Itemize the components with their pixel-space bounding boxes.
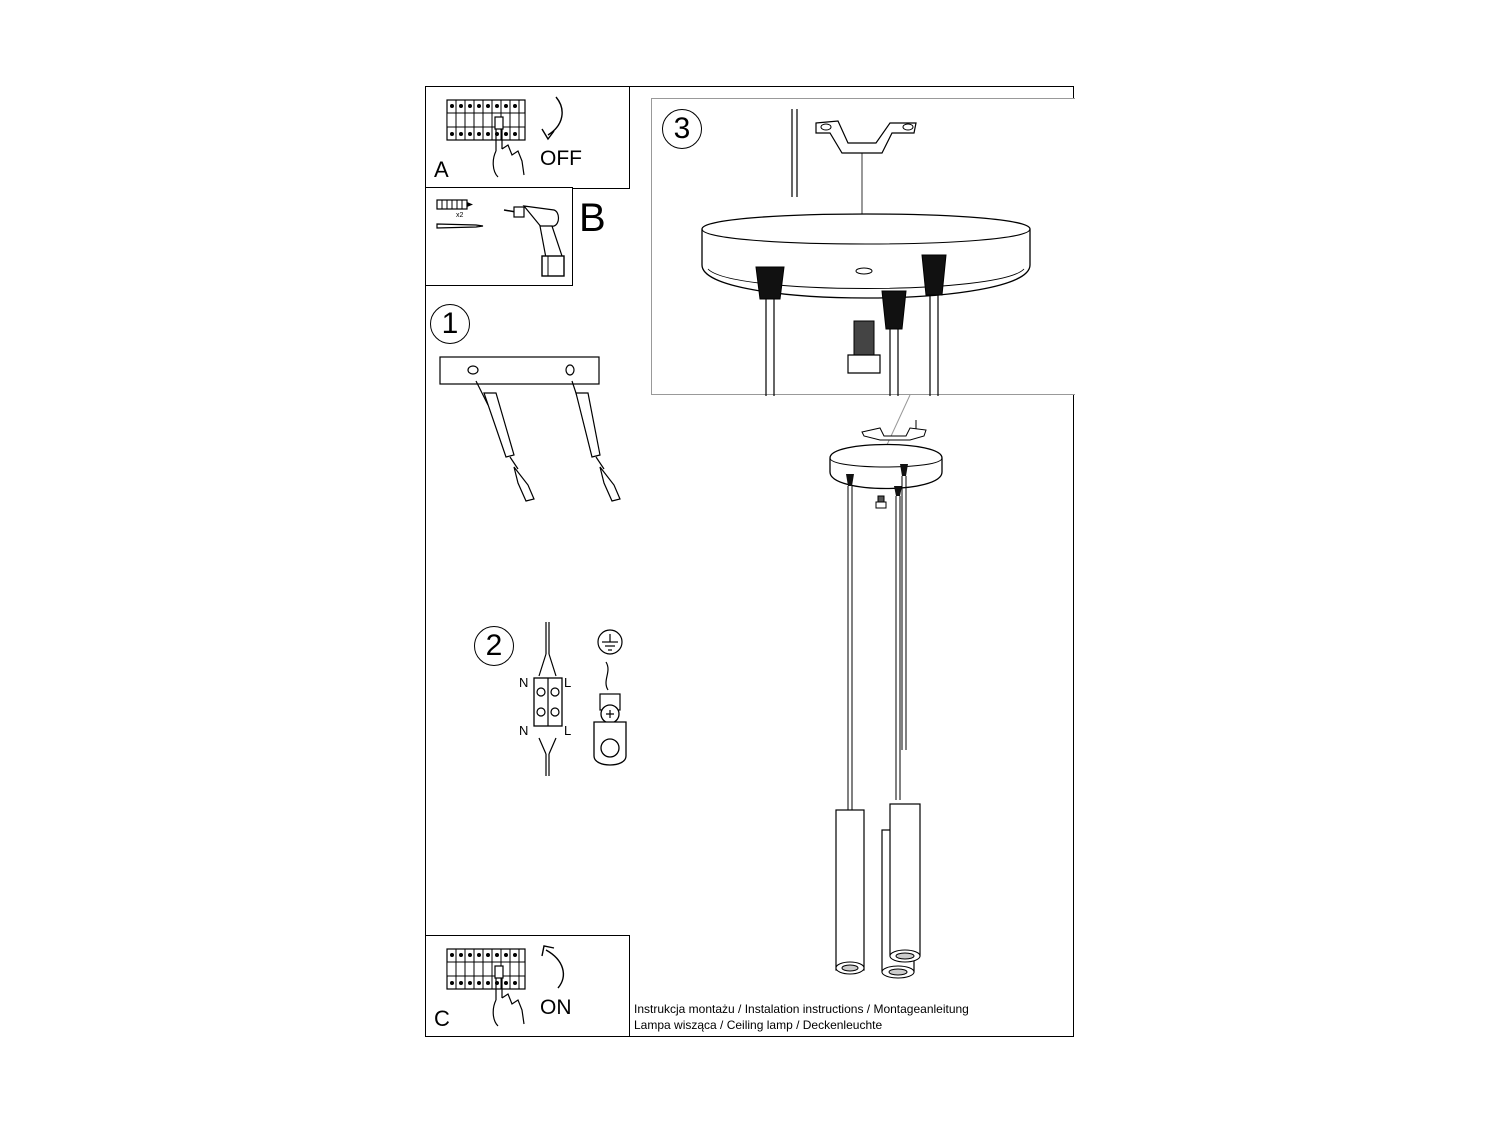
pendant-lamp-overview: [829, 394, 943, 979]
panel-c-letter: C: [434, 1006, 450, 1031]
drill-icon: [503, 205, 565, 277]
footer-caption: Instrukcja montażu / Instalation instruc…: [634, 1001, 969, 1033]
screw-icon: [436, 223, 484, 229]
panel-a-off-label: OFF: [540, 147, 582, 170]
rotate-up-arrow-icon: [541, 945, 565, 989]
step-3-badge: 3: [662, 109, 702, 149]
panel-b-letter: B: [579, 196, 606, 240]
panel-b-tools: x2 B: [425, 187, 606, 286]
step-2-badge: 2: [474, 626, 514, 666]
caption-line-2: Lampa wisząca / Ceiling lamp / Deckenleu…: [634, 1018, 883, 1032]
terminal-block-wiring: [533, 622, 563, 776]
panel-a-switch-off: A OFF: [425, 86, 630, 189]
hand-icon: [492, 116, 525, 178]
wire-l-top-label: L: [564, 675, 572, 690]
wire-n-top-label: N: [519, 675, 529, 690]
panel-a-letter: A: [434, 157, 449, 182]
breaker-panel-icon: [446, 948, 526, 990]
caption-line-1: Instrukcja montażu / Instalation instruc…: [634, 1002, 969, 1016]
panel-c-switch-on: C ON: [425, 935, 630, 1037]
step-3-detail-panel: 3: [651, 98, 1075, 396]
wire-l-bottom-label: L: [564, 723, 572, 738]
panel-c-on-label: ON: [540, 996, 572, 1019]
quantity-label: x2: [456, 212, 464, 219]
mounting-bracket-drilling: [439, 356, 621, 502]
ground-terminal-icon: [593, 629, 627, 766]
wire-n-bottom-label: N: [519, 723, 529, 738]
step-1-badge: 1: [430, 304, 470, 344]
hand-icon: [492, 965, 525, 1027]
wall-plug-icon: [436, 199, 473, 210]
breaker-panel-icon: [446, 99, 526, 141]
rotate-down-arrow-icon: [541, 96, 563, 141]
instruction-sheet: [425, 86, 1074, 1037]
canopy-detail: [701, 109, 1031, 396]
